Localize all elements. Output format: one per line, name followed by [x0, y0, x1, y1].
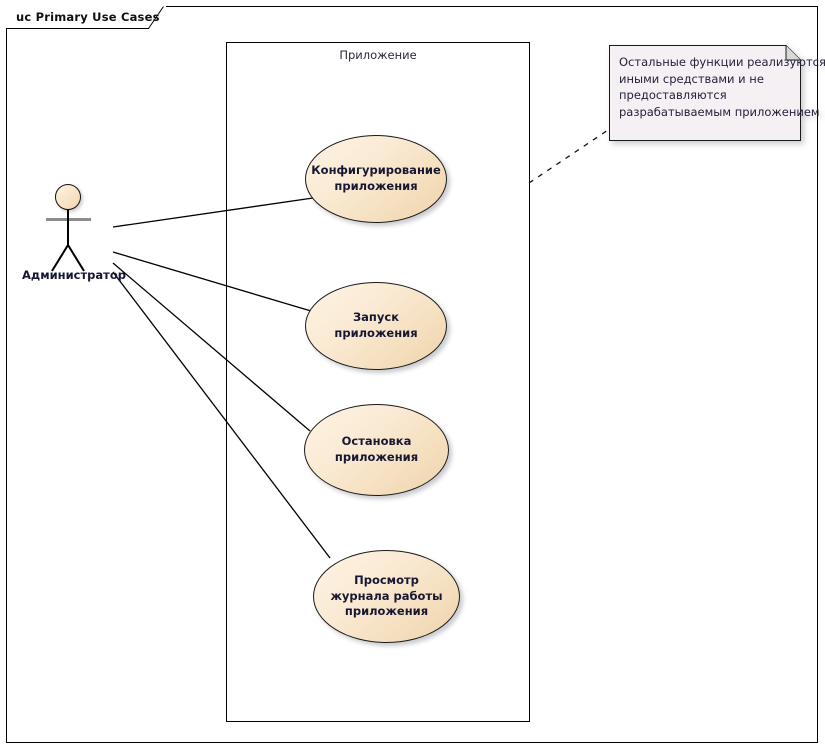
diagram-frame	[6, 6, 818, 743]
system-boundary-label: Приложение	[339, 48, 417, 62]
note-line: Остальные функции реализуются	[619, 55, 825, 69]
use-case-stop[interactable]: Остановка приложения	[304, 404, 449, 496]
use-case-label: Остановка приложения	[334, 434, 419, 464]
frame-tab-corner-icon	[148, 6, 164, 29]
note-line: предоставляются	[619, 88, 727, 103]
note-text: Остальные функции реализуются иными сред…	[619, 54, 825, 121]
note-line: иными средствами и не	[619, 71, 764, 86]
diagram-title: uc Primary Use Cases	[16, 10, 160, 24]
use-case-start[interactable]: Запуск приложения	[305, 282, 447, 370]
note-box[interactable]: Остальные функции реализуются иными сред…	[609, 45, 825, 141]
use-case-label: Просмотр журнала работы приложения	[330, 573, 443, 619]
use-case-configure[interactable]: Конфигурирование приложения	[305, 135, 447, 223]
actor-head-icon	[55, 184, 81, 210]
use-case-view-log[interactable]: Просмотр журнала работы приложения	[313, 550, 460, 643]
note-shape-icon	[609, 45, 801, 141]
use-case-label: Конфигурирование приложения	[311, 163, 441, 193]
use-case-label: Запуск приложения	[334, 310, 418, 340]
note-line: разрабатываемым приложением	[619, 105, 820, 120]
actor-body-icon	[51, 209, 85, 272]
frame-tab-underline	[7, 28, 149, 29]
actor-label: Администратор	[22, 268, 126, 282]
diagram-frame-tab: uc Primary Use Cases	[6, 6, 166, 28]
